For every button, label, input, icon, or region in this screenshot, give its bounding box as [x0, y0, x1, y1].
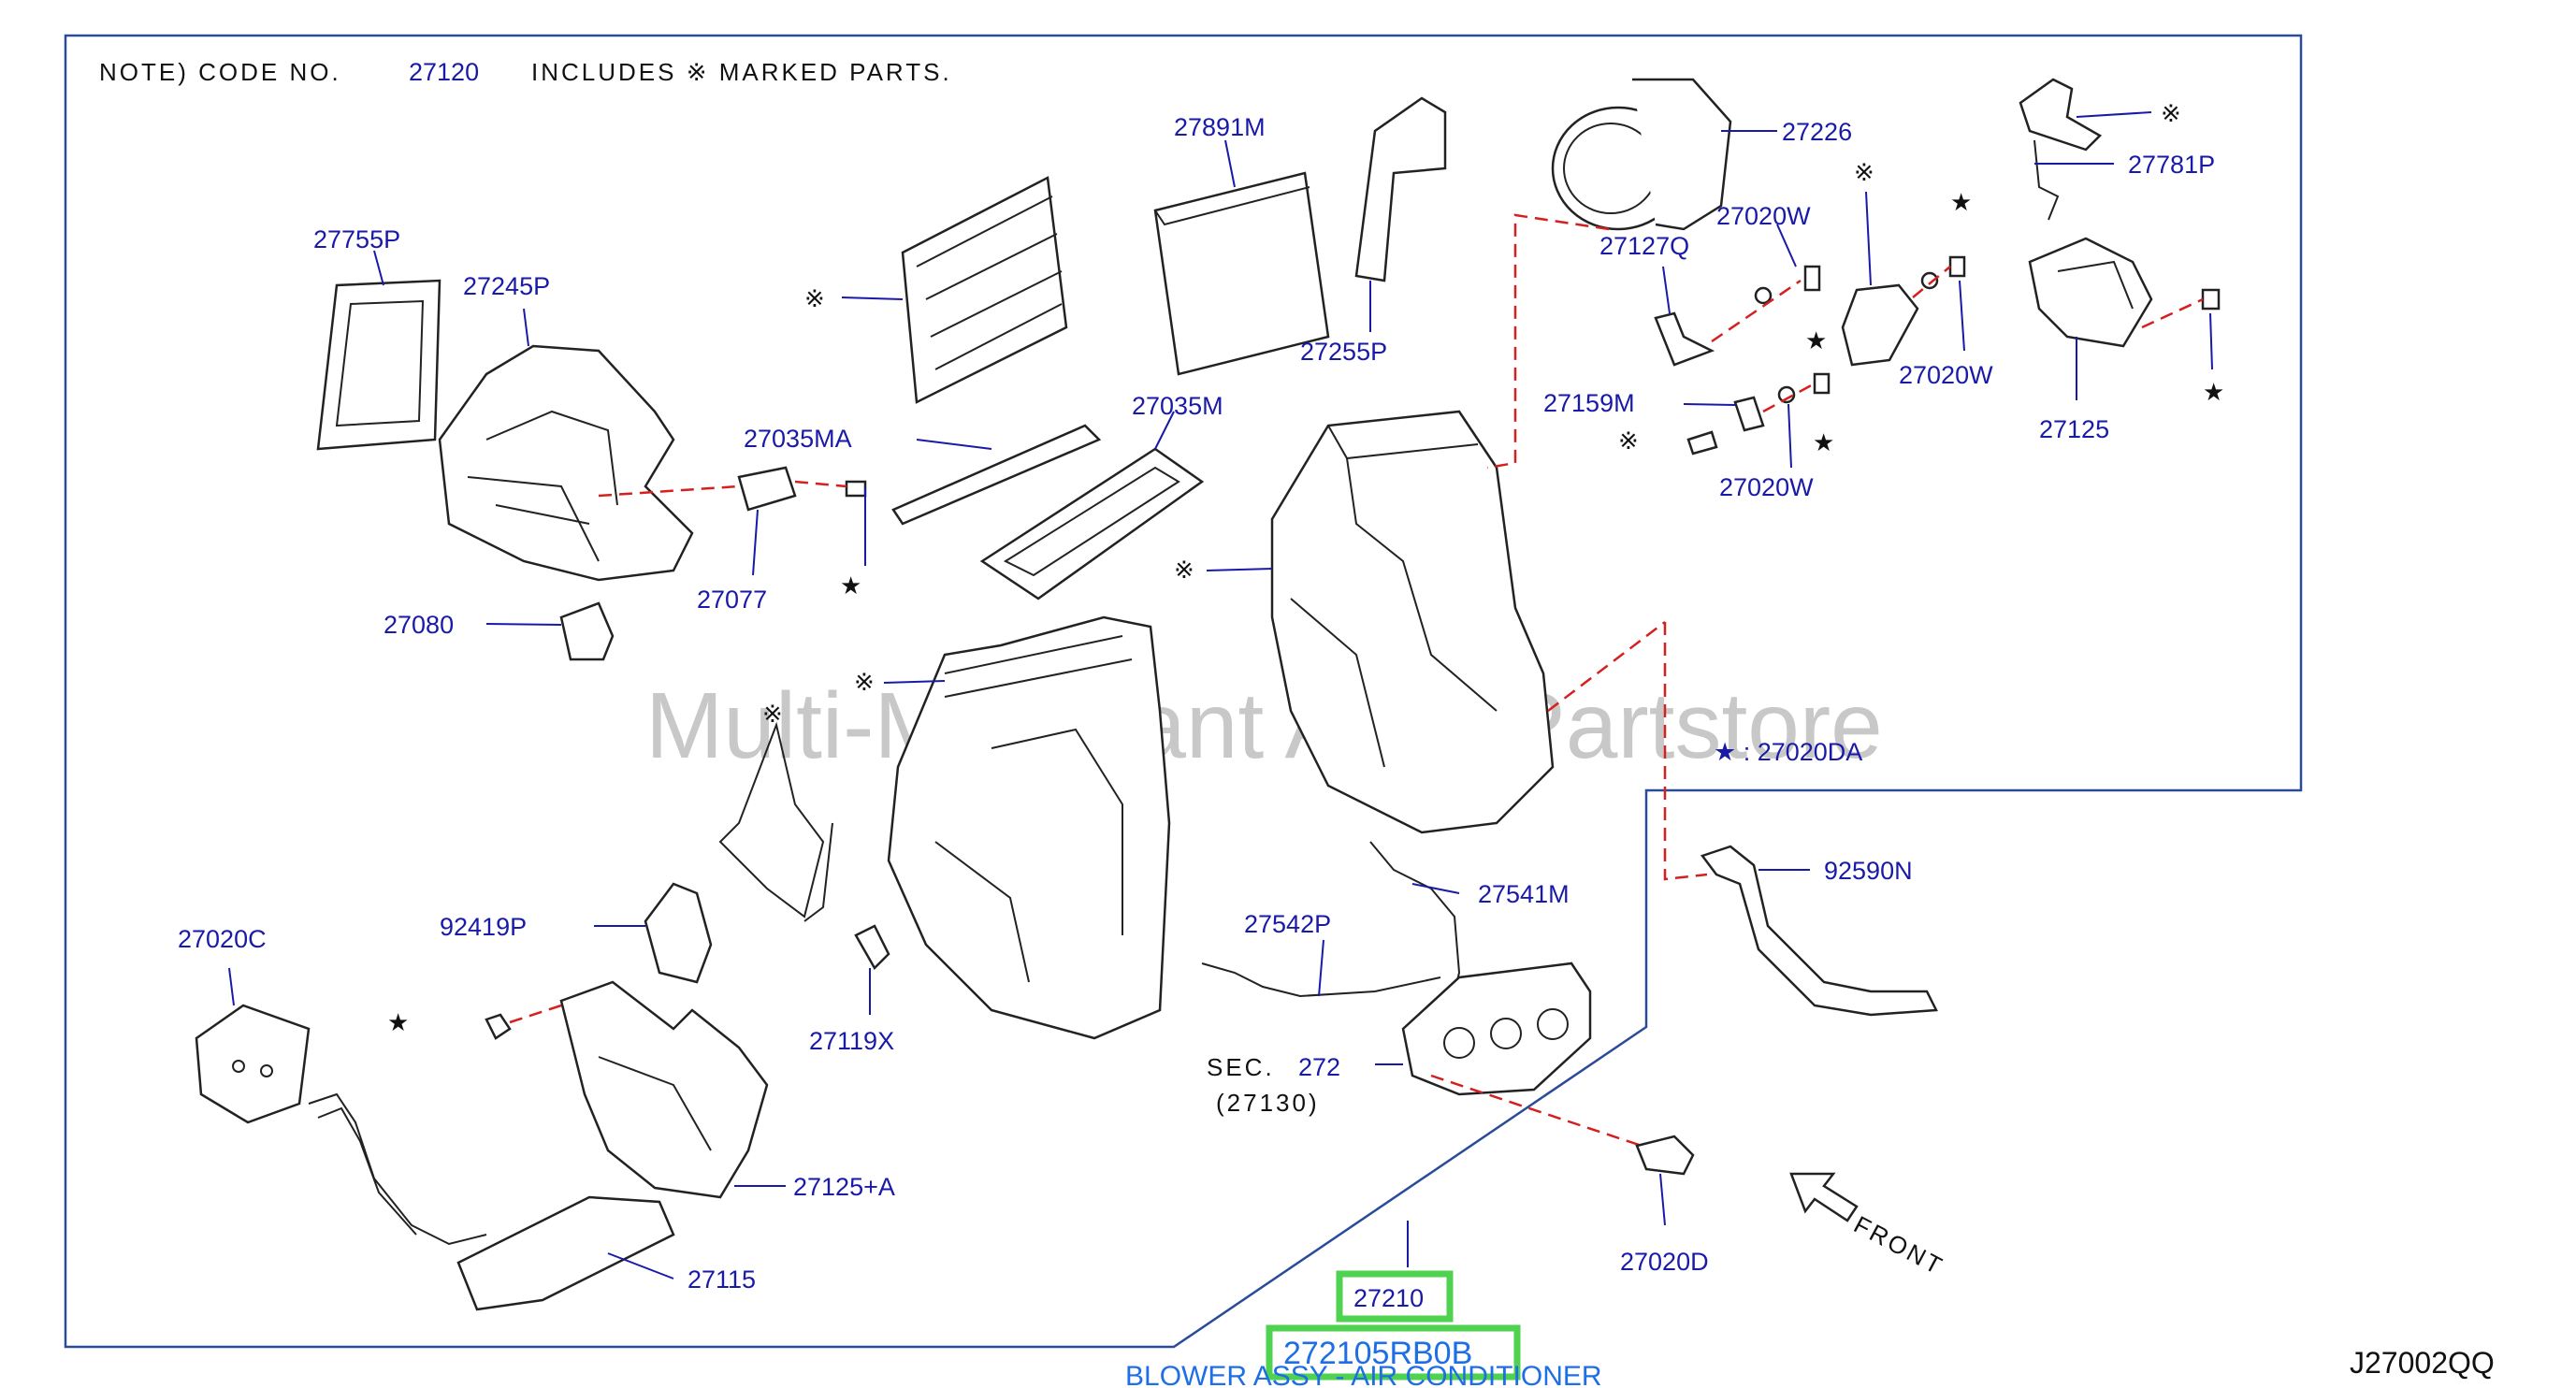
label-27119X: 27119X: [809, 1027, 894, 1055]
part-92590N-drain-hose: [1700, 845, 1938, 1017]
part-27755P-seal-frame: [316, 279, 441, 451]
diagram-border: [64, 34, 2303, 1349]
part-wire-harness: [718, 721, 833, 922]
part-27245P-intake-housing: [438, 344, 694, 582]
part-27159M-lever: [1686, 372, 1831, 455]
highlight-oem-number[interactable]: 272105RB0B: [1283, 1336, 1472, 1371]
part-27080-actuator: [559, 601, 615, 661]
highlight-part-number[interactable]: 27210: [1353, 1284, 1424, 1312]
sec-sub: (27130): [1216, 1089, 1320, 1117]
label-27080: 27080: [384, 611, 454, 639]
label-27245P: 27245P: [463, 272, 550, 300]
label-27035M: 27035M: [1132, 392, 1223, 420]
part-27077-resistor: [737, 466, 867, 512]
star-mark: ★: [1950, 188, 1975, 216]
label-27077: 27077: [697, 586, 767, 614]
part-27781P-sensor: [2019, 78, 2103, 221]
label-27125: 27125: [2039, 415, 2109, 443]
part-27020D-screw: [1635, 1135, 1695, 1176]
label-27781P: 27781P: [2128, 151, 2215, 179]
star-mark: ★: [1813, 428, 1837, 456]
part-27035M-frame: [979, 447, 1205, 600]
note-mark: ※: [1618, 427, 1642, 455]
label-92419P: 92419P: [440, 913, 527, 941]
label-27755P: 27755P: [313, 225, 400, 253]
part-27119X-sensor: [854, 924, 890, 971]
part-27035MA-seal: [891, 424, 1102, 526]
diagram-code: J27002QQ: [2350, 1346, 2495, 1380]
part-motor-cover: [1841, 283, 1919, 367]
part-27020W-screw: [1920, 255, 1966, 290]
label-27020W-bottom: 27020W: [1719, 473, 1814, 501]
note-mark: ※: [804, 284, 828, 312]
part-27020C-cover: [195, 1004, 311, 1124]
front-label: FRONT: [1849, 1210, 1948, 1281]
label-27125A: 27125+A: [793, 1173, 895, 1201]
note-suffix: INCLUDES ※ MARKED PARTS.: [531, 58, 952, 86]
star-mark: ★: [840, 571, 864, 600]
front-arrow: [1789, 1172, 1859, 1222]
part-27891M-filter: [1153, 171, 1330, 376]
label-27159M: 27159M: [1543, 389, 1635, 417]
part-description: BLOWER ASSY - AIR CONDITIONER: [1125, 1361, 1602, 1388]
label-27020W-right: 27020W: [1899, 361, 1993, 389]
label-27226: 27226: [1782, 118, 1852, 146]
label-27255P: 27255P: [1300, 338, 1387, 366]
star-mark: ★: [1805, 326, 1830, 354]
part-27542P-cable: [1201, 962, 1441, 998]
label-27035MA: 27035MA: [744, 425, 852, 453]
sec-label: SEC.: [1207, 1053, 1275, 1081]
part-27541M-cable: [1369, 841, 1461, 1011]
part-27125A-actuator: [559, 980, 769, 1199]
note-mark: ※: [854, 668, 877, 696]
star-mark: ★: [387, 1008, 412, 1036]
label-27020W-top: 27020W: [1716, 202, 1811, 230]
note-mark: ※: [762, 700, 786, 728]
part-92419P-cover: [644, 882, 713, 984]
label-27541M: 27541M: [1478, 880, 1570, 908]
highlight-part-box: [1336, 1270, 1454, 1323]
label-27115: 27115: [687, 1265, 756, 1294]
note-code: 27120: [409, 58, 479, 86]
part-evaporator: [901, 176, 1068, 404]
note-mark: ※: [1854, 158, 1877, 186]
part-ac-control-unit: [1401, 961, 1592, 1096]
part-hvac-case-left: [887, 615, 1171, 1040]
note-mark: ※: [1174, 556, 1197, 584]
sec-number: 272: [1298, 1053, 1340, 1081]
label-27891M: 27891M: [1174, 113, 1266, 141]
part-27255P-bracket: [1354, 96, 1447, 282]
part-27125-actuator: [2028, 237, 2153, 348]
label-27020C: 27020C: [178, 925, 267, 953]
highlight-oem-box: [1266, 1324, 1521, 1381]
label-27542P: 27542P: [1244, 910, 1331, 938]
star-legend: ★ : 27020DA: [1714, 738, 1862, 766]
star-mark: ★: [2203, 378, 2227, 406]
label-27020D: 27020D: [1620, 1248, 1709, 1276]
part-27226-blower-motor: [1551, 78, 1732, 231]
note-mark: ※: [2161, 99, 2184, 127]
watermark: Multi-Merchant Auto Partstore: [645, 673, 1883, 778]
label-27127Q: 27127Q: [1599, 232, 1689, 260]
part-hvac-case-right: [1270, 410, 1555, 834]
label-92590N: 92590N: [1824, 857, 1913, 885]
part-27115-heater-core: [308, 1092, 675, 1311]
note-prefix: NOTE) CODE NO.: [99, 58, 341, 86]
part-27127Q-bracket: [1654, 265, 1821, 367]
